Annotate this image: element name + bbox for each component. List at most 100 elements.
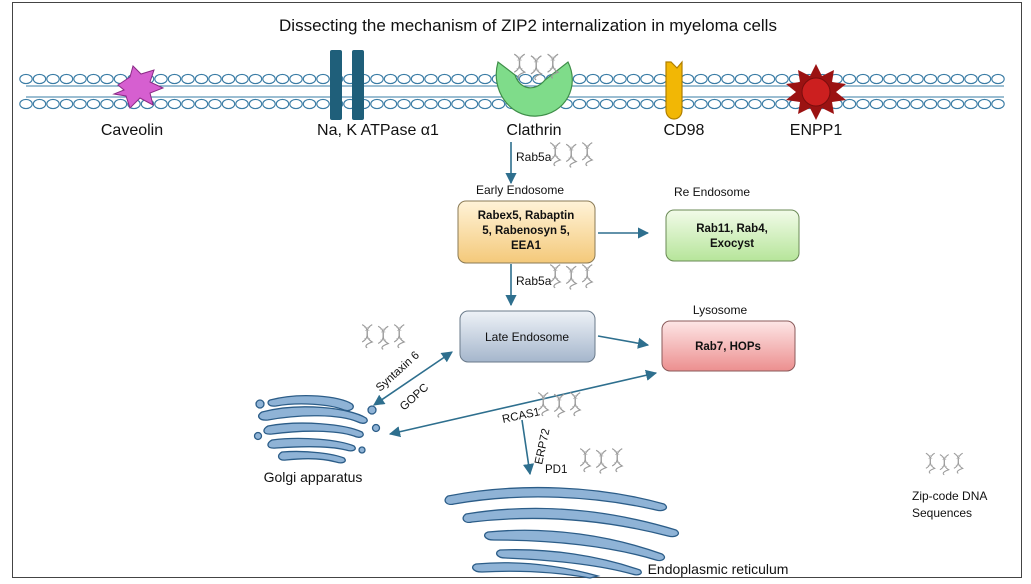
- phospholipid-head: [32, 73, 47, 85]
- phospholipid-head: [464, 98, 479, 110]
- phospholipid-head: [383, 98, 398, 110]
- phospholipid-head: [964, 73, 978, 85]
- phospholipid-head: [707, 98, 722, 110]
- phospholipid-head: [221, 73, 236, 85]
- legend-line2: Sequences: [912, 506, 972, 520]
- phospholipid-head: [572, 98, 587, 110]
- phospholipid-head: [113, 98, 128, 110]
- phospholipid-head: [734, 73, 749, 85]
- phospholipid-head: [73, 98, 87, 110]
- phospholipid-head: [937, 73, 951, 85]
- early-endosome-line1: Rabex5, Rabaptin: [478, 210, 575, 222]
- phospholipid-head: [316, 73, 330, 85]
- phospholipid-head: [950, 98, 965, 110]
- phospholipid-head: [32, 98, 47, 110]
- phospholipid-head: [194, 98, 209, 110]
- lysosome-line1: Rab7, HOPs: [695, 341, 761, 353]
- phospholipid-head: [856, 98, 870, 110]
- cd98-label: CD98: [664, 122, 705, 139]
- phospholipid-head: [478, 98, 492, 110]
- phospholipid-head: [896, 73, 911, 85]
- plasma-membrane: [19, 73, 1005, 110]
- phospholipid-head: [721, 73, 735, 85]
- phospholipid-head: [410, 98, 425, 110]
- phospholipid-head: [586, 98, 600, 110]
- phospholipid-head: [721, 98, 735, 110]
- er-label: Endoplasmic reticulum: [648, 561, 789, 577]
- erp72-label: ERP72: [533, 427, 552, 465]
- phospholipid-head: [370, 73, 384, 85]
- lysosome-box: [661, 320, 796, 372]
- enpp1-label: ENPP1: [790, 122, 843, 139]
- phospholipid-head: [383, 73, 398, 85]
- caveolin-protein: [112, 65, 165, 109]
- phospholipid-head: [883, 73, 897, 85]
- phospholipid-head: [154, 98, 168, 110]
- phospholipid-head: [437, 73, 452, 85]
- phospholipid-head: [626, 98, 641, 110]
- phospholipid-head: [950, 73, 965, 85]
- er-zipcode-dna-icon: [580, 449, 622, 474]
- phospholipid-head: [73, 73, 87, 85]
- phospholipid-head: [491, 98, 506, 110]
- early-endosome-title: Early Endosome: [476, 183, 564, 197]
- syntaxin-zipcode-dna-icon: [362, 325, 404, 350]
- phospholipid-head: [653, 73, 668, 85]
- phospholipid-head: [518, 73, 533, 85]
- rcas1-zipcode-dna-icon: [538, 393, 580, 418]
- late-endosome-label: Late Endosome: [485, 330, 569, 344]
- arrow-late-to-lysosome: [597, 335, 650, 349]
- gopc-label: GOPC: [398, 382, 431, 414]
- phospholipid-head: [86, 73, 101, 85]
- rcas1-label: RCAS1: [501, 406, 541, 426]
- phospholipid-head: [856, 73, 870, 85]
- phospholipid-head: [167, 73, 182, 85]
- phospholipid-head: [302, 98, 317, 110]
- phospholipid-head: [707, 73, 722, 85]
- phospholipid-head: [235, 98, 249, 110]
- pd1-label: PD1: [545, 464, 567, 476]
- phospholipid-head: [59, 73, 74, 85]
- phospholipid-head: [883, 98, 897, 110]
- clathrin-protein: [495, 60, 573, 117]
- early-endosome-line3: EEA1: [511, 240, 542, 252]
- phospholipid-head: [19, 73, 33, 85]
- phospholipid-head: [748, 98, 762, 110]
- phospholipid-head: [586, 73, 600, 85]
- phospholipid-head: [370, 98, 384, 110]
- early-endosome-box: [457, 200, 596, 264]
- clathrin-label: Clathrin: [506, 122, 561, 139]
- phospholipid-head: [100, 98, 114, 110]
- phospholipid-head: [397, 73, 411, 85]
- phospholipid-head: [46, 98, 60, 110]
- phospholipid-head: [775, 73, 789, 85]
- golgi-label: Golgi apparatus: [264, 469, 363, 485]
- phospholipid-head: [275, 98, 290, 110]
- phospholipid-head: [208, 73, 222, 85]
- phospholipid-head: [599, 98, 614, 110]
- phospholipid-head: [221, 98, 236, 110]
- legend-line1: Zip-code DNA: [912, 489, 987, 503]
- phospholipid-head: [842, 73, 857, 85]
- phospholipid-head: [964, 98, 978, 110]
- phospholipid-head: [910, 73, 924, 85]
- phospholipid-head: [397, 98, 411, 110]
- phospholipid-head: [262, 98, 276, 110]
- phospholipid-head: [289, 98, 303, 110]
- phospholipid-head: [572, 73, 587, 85]
- phospholipid-head: [167, 98, 182, 110]
- phospholipid-head: [734, 98, 749, 110]
- phospholipid-head: [613, 73, 627, 85]
- phospholipid-head: [248, 98, 263, 110]
- phospholipid-head: [302, 73, 317, 85]
- phospholipid-head: [46, 73, 60, 85]
- phospholipid-head: [424, 98, 438, 110]
- phospholipid-head: [640, 98, 654, 110]
- phospholipid-head: [464, 73, 479, 85]
- phospholipid-head: [640, 73, 654, 85]
- figure-title: Dissecting the mechanism of ZIP2 interna…: [279, 16, 777, 35]
- phospholipid-head: [991, 98, 1005, 110]
- enpp1-protein: [801, 77, 831, 107]
- phospholipid-head: [977, 73, 992, 85]
- phospholipid-head: [100, 73, 114, 85]
